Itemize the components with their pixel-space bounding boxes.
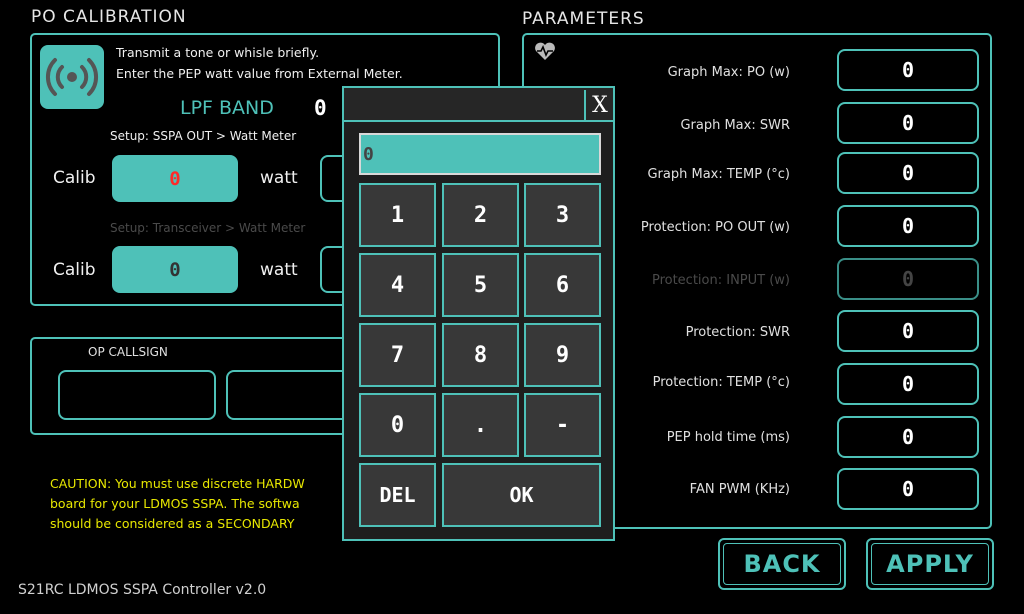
back-button[interactable]: BACK [718,538,846,590]
watt-label-1: watt [260,168,298,188]
param-label-fan-pwm: FAN PWM (KHz) [689,482,790,497]
calib-out-button[interactable]: 0 [112,155,238,202]
po-calibration-title: PO CALIBRATION [31,7,187,27]
key-2[interactable]: 2 [442,183,519,247]
param-label-protection-temp: Protection: TEMP (°c) [652,375,790,390]
caution-line-3: should be considered as a SECONDARY [50,516,295,531]
key-ok[interactable]: OK [442,463,601,527]
key-6[interactable]: 6 [524,253,601,317]
param-field-graph-max-temp[interactable]: 0 [837,152,979,194]
caution-line-1: CAUTION: You must use discrete HARDW [50,476,305,491]
apply-button[interactable]: APPLY [866,538,994,590]
setup-sspa-out-label: Setup: SSPA OUT > Watt Meter [110,129,297,143]
keypad-titlebar [344,88,613,122]
param-label-graph-max-temp: Graph Max: TEMP (°c) [647,167,790,182]
param-field-graph-max-swr[interactable]: 0 [837,102,979,144]
param-field-fan-pwm[interactable]: 0 [837,468,979,510]
caution-line-2: board for your LDMOS SSPA. The softwa [50,496,300,511]
watt-label-2: watt [260,260,298,280]
key-0[interactable]: 0 [359,393,436,457]
key-delete[interactable]: DEL [359,463,436,527]
param-field-protection-po-out[interactable]: 0 [837,205,979,247]
keypad-close-button[interactable]: X [584,90,614,120]
key-8[interactable]: 8 [442,323,519,387]
instruction-line-2: Enter the PEP watt value from External M… [116,66,403,81]
param-label-graph-max-po: Graph Max: PO (w) [667,65,790,80]
key-5[interactable]: 5 [442,253,519,317]
op-callsign-title: OP CALLSIGN [88,345,168,359]
key-9[interactable]: 9 [524,323,601,387]
param-label-protection-input: Protection: INPUT (w) [651,273,790,288]
key-decimal[interactable]: . [442,393,519,457]
param-field-graph-max-po[interactable]: 0 [837,49,979,91]
parameters-title: PARAMETERS [522,9,645,29]
calib-label-1: Calib [53,168,96,188]
key-3[interactable]: 3 [524,183,601,247]
param-field-protection-temp[interactable]: 0 [837,363,979,405]
keypad-display: 0 [359,133,601,175]
key-4[interactable]: 4 [359,253,436,317]
calib-trx-button[interactable]: 0 [112,246,238,293]
version-label: S21RC LDMOS SSPA Controller v2.0 [18,582,267,598]
calib-label-2: Calib [53,260,96,280]
parameters-panel: Graph Max: PO (w) 0 Graph Max: SWR 0 Gra… [522,33,992,529]
key-1[interactable]: 1 [359,183,436,247]
lpf-band-value: 0 [314,96,327,120]
heart-pulse-icon [534,41,556,61]
param-label-graph-max-swr: Graph Max: SWR [680,118,790,133]
param-field-protection-swr[interactable]: 0 [837,310,979,352]
param-label-protection-swr: Protection: SWR [685,325,790,340]
callsign-field-1[interactable] [58,370,216,420]
lpf-band-label: LPF BAND [180,97,274,119]
param-field-protection-input: 0 [837,258,979,300]
key-7[interactable]: 7 [359,323,436,387]
instruction-line-1: Transmit a tone or whisle briefly. [116,45,320,60]
param-field-pep-hold-time[interactable]: 0 [837,416,979,458]
param-label-pep-hold-time: PEP hold time (ms) [666,430,790,445]
setup-transceiver-label: Setup: Transceiver > Watt Meter [110,221,306,235]
broadcast-icon[interactable] [40,45,104,109]
numeric-keypad-dialog: X 0 1 2 3 4 5 6 7 8 9 0 . - DEL OK [342,86,615,541]
key-minus[interactable]: - [524,393,601,457]
param-label-protection-po-out: Protection: PO OUT (w) [640,220,790,235]
